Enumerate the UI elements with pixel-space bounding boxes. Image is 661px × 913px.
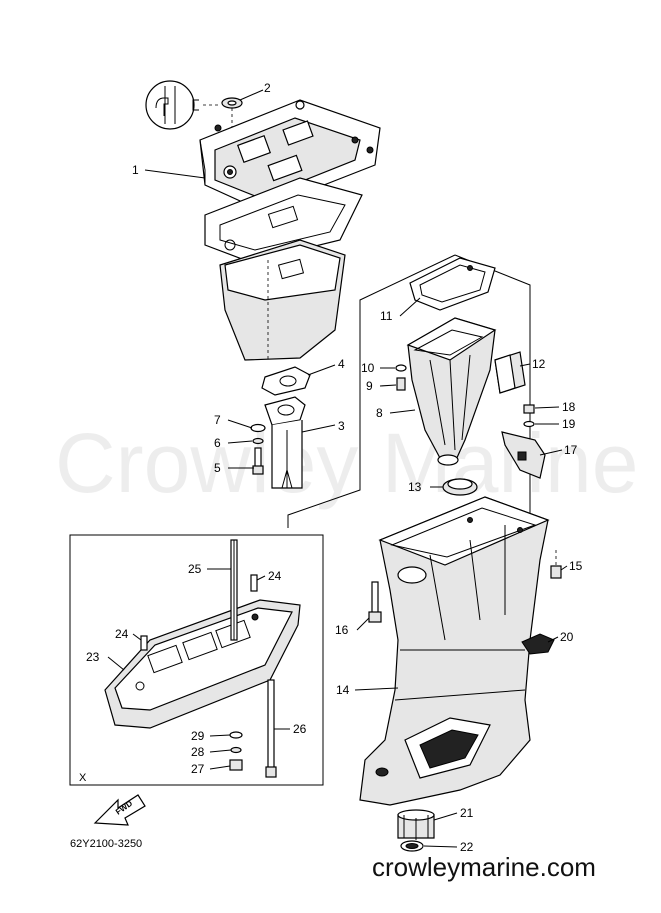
callout-3: 3: [338, 419, 345, 433]
part-19-washer: [523, 420, 535, 428]
callout-11: 11: [380, 309, 393, 323]
part-9-bolt: [396, 377, 406, 391]
part-5-bolt: [252, 447, 264, 475]
callout-23: 23: [86, 650, 100, 664]
callout-27: 27: [191, 762, 205, 776]
part-7-washer: [250, 423, 266, 433]
callout-labels: 1 2 3 4 5 6 7 8 9 10 11 12 13 14 15 16 1…: [86, 81, 583, 854]
callout-29: 29: [191, 729, 205, 743]
callout-25: 25: [188, 562, 202, 576]
callout-18: 18: [562, 400, 576, 414]
callout-19: 19: [562, 417, 576, 431]
diagram-code: 62Y2100-3250: [70, 838, 143, 850]
part-22-seal-ring: [400, 840, 424, 852]
part-20-anode: [521, 633, 555, 655]
detail-magnifier-icon: [145, 80, 218, 130]
part-11-gasket: [409, 257, 496, 311]
callout-10: 10: [361, 361, 375, 375]
callout-14: 14: [336, 683, 350, 697]
callout-16: 16: [335, 623, 349, 637]
callout-7: 7: [214, 413, 221, 427]
callout-24-upper: 24: [268, 569, 282, 583]
callout-20: 20: [560, 630, 574, 644]
part-18-bolt: [523, 404, 535, 414]
inset-label: X: [79, 772, 87, 784]
part-27-nut: [229, 759, 243, 771]
callout-1: 1: [132, 163, 139, 177]
part-21-collar: [397, 809, 435, 840]
leader-lines: [107, 89, 568, 848]
callout-17: 17: [564, 443, 578, 457]
callout-28: 28: [191, 745, 205, 759]
part-16-bolt: [368, 581, 382, 623]
leader-bracket-left: [287, 254, 456, 528]
part-26-stud-bolt: [265, 679, 277, 778]
part-29-washer: [229, 731, 243, 739]
part-24-dowel-pin-lower: [140, 635, 148, 651]
callout-26: 26: [293, 722, 307, 736]
part-14-upper-casing: [359, 496, 550, 806]
part-4-gasket: [261, 366, 311, 396]
gasket-upper: [204, 177, 363, 263]
part-12-damper: [494, 351, 526, 394]
callout-2: 2: [264, 81, 271, 95]
part-23-cover: [104, 599, 301, 729]
part-15-bolt: [550, 550, 562, 579]
callout-9: 9: [366, 379, 373, 393]
part-10-washer: [395, 364, 407, 372]
part-8-exhaust-manifold: [406, 317, 497, 466]
callout-13: 13: [408, 480, 422, 494]
part-24-dowel-pin-upper: [250, 574, 258, 592]
inset-frame: [69, 534, 324, 786]
callout-22: 22: [460, 840, 474, 854]
callout-21: 21: [460, 806, 474, 820]
callout-4: 4: [338, 357, 345, 371]
part-6-washer: [252, 437, 264, 445]
fwd-arrow-icon: FWD: [93, 794, 146, 826]
part-17-plate: [501, 431, 546, 479]
part-13-seal: [442, 478, 478, 496]
part-1-upper-casing: [199, 99, 381, 211]
callout-24-lower: 24: [115, 627, 129, 641]
part-3-exhaust-pipe: [264, 396, 306, 489]
part-28-washer: [230, 746, 242, 754]
website-footer: crowleymarine.com: [372, 852, 596, 882]
exhaust-guide-housing: [219, 239, 346, 362]
callout-12: 12: [532, 357, 546, 371]
callout-15: 15: [569, 559, 583, 573]
callout-6: 6: [214, 436, 221, 450]
part-25-stud-bolt: [230, 539, 238, 641]
callout-5: 5: [214, 461, 221, 475]
callout-8: 8: [376, 406, 383, 420]
